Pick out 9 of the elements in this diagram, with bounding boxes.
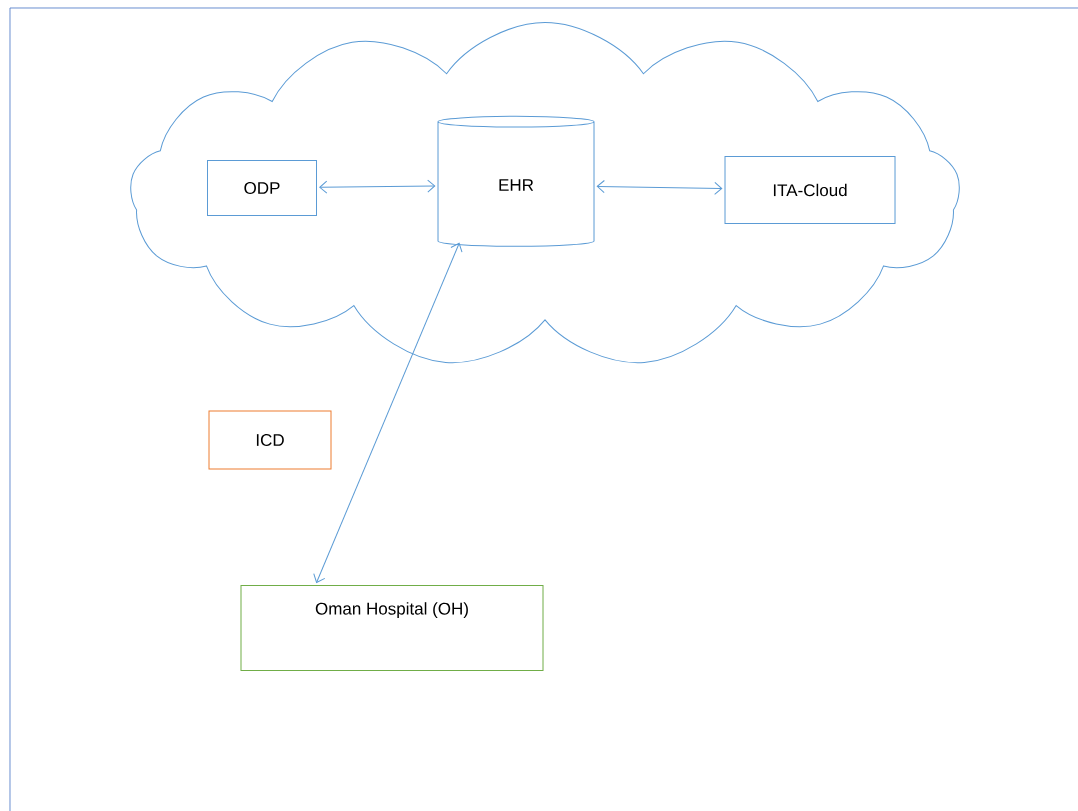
process-box: ICD bbox=[208, 410, 332, 470]
database-cylinder: EHR bbox=[437, 115, 595, 247]
process-box: ODP bbox=[207, 160, 317, 216]
cloud-shape bbox=[130, 22, 960, 364]
process-box: Oman Hospital (OH) bbox=[240, 585, 544, 671]
arrow bbox=[313, 242, 463, 583]
arrow bbox=[319, 179, 436, 194]
process-box: ITA-Cloud bbox=[724, 156, 896, 224]
arrow bbox=[596, 180, 723, 195]
